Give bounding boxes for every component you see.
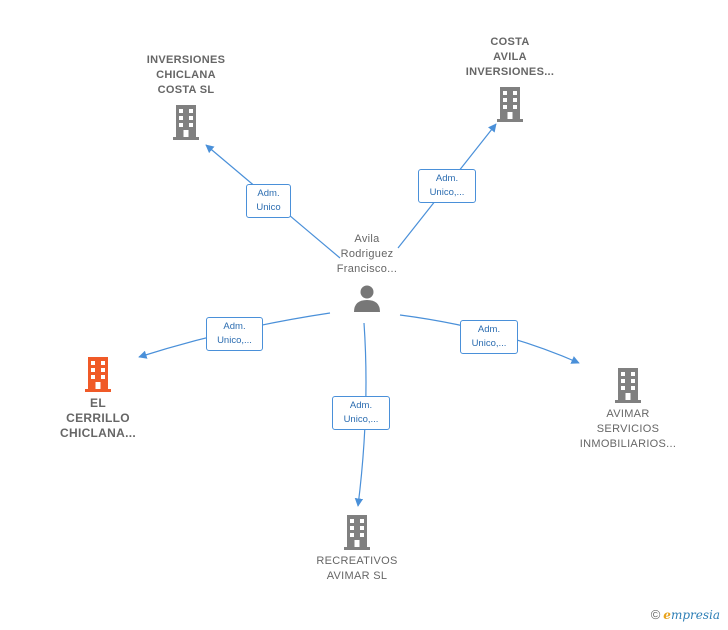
company-node-avimar[interactable]: AVIMAR SERVICIOS INMOBILIARIOS...	[568, 367, 688, 452]
center-person-node[interactable]: Avila Rodriguez Francisco...	[313, 232, 421, 313]
edge-label-costa[interactable]: Adm. Unico,...	[418, 169, 476, 203]
copyright-symbol: ©	[650, 607, 661, 622]
company-label: COSTA AVILA INVERSIONES...	[465, 36, 555, 78]
edge-label-avimar[interactable]: Adm. Unico,...	[460, 320, 518, 354]
company-node-inversiones[interactable]: INVERSIONES CHICLANA COSTA SL	[131, 53, 241, 140]
building-icon	[85, 357, 111, 392]
building-icon	[497, 87, 523, 122]
center-person-label: Avila Rodriguez Francisco...	[336, 233, 398, 275]
company-label: AVIMAR SERVICIOS INMOBILIARIOS...	[579, 408, 677, 450]
building-icon	[173, 105, 199, 140]
company-label: RECREATIVOS AVIMAR SL	[316, 555, 398, 582]
company-node-cerrillo[interactable]: EL CERRILLO CHICLANA...	[43, 356, 153, 441]
edge-label-cerrillo[interactable]: Adm. Unico,...	[206, 317, 263, 351]
person-icon	[354, 285, 380, 312]
building-icon	[344, 515, 370, 550]
company-label: EL CERRILLO CHICLANA...	[60, 396, 136, 440]
brand-initial: e	[663, 608, 671, 622]
company-node-costa[interactable]: COSTA AVILA INVERSIONES...	[455, 35, 565, 122]
brand-logo: ©empresia	[651, 607, 720, 622]
company-node-recreativos[interactable]: RECREATIVOS AVIMAR SL	[302, 514, 412, 584]
edge-label-inversiones[interactable]: Adm. Unico	[246, 184, 291, 218]
company-label: INVERSIONES CHICLANA COSTA SL	[146, 54, 226, 96]
brand-name: mpresia	[670, 608, 720, 622]
edge-label-recreativos[interactable]: Adm. Unico,...	[332, 396, 390, 430]
building-icon	[615, 368, 641, 403]
